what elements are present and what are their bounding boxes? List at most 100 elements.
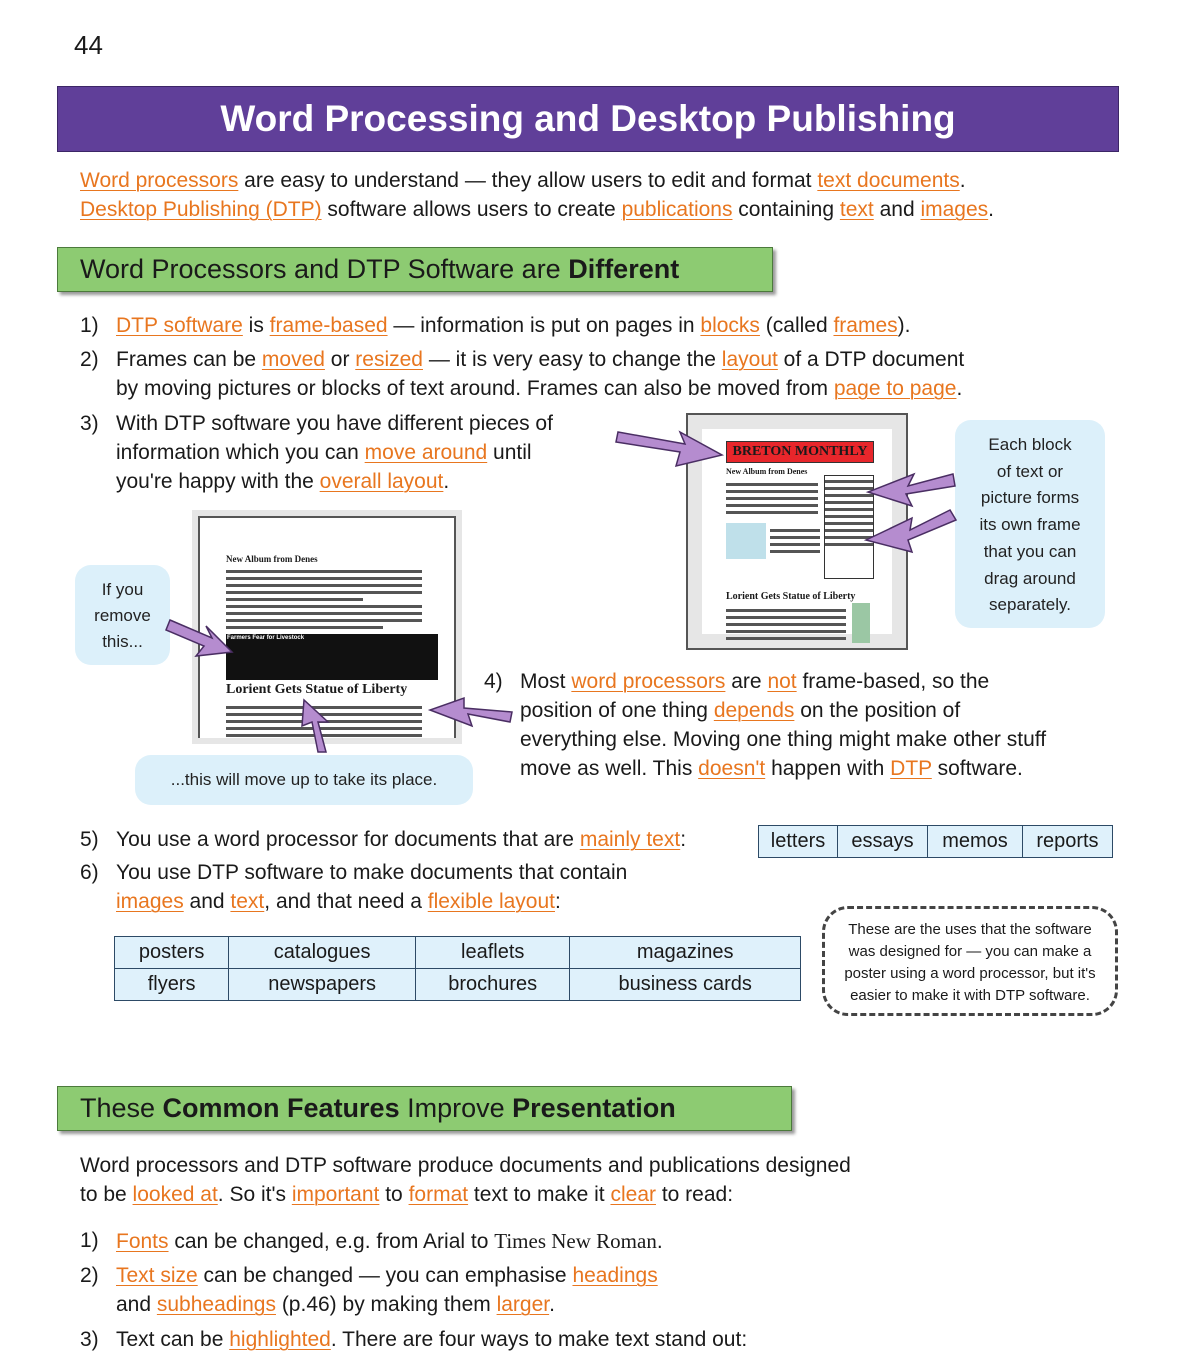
keyword-link[interactable]: text	[839, 198, 874, 221]
table-cell: leaflets	[415, 936, 571, 969]
keyword-link[interactable]: frame-based	[269, 314, 388, 337]
header-text: Improve	[399, 1093, 513, 1123]
text-run: position of one thing	[520, 699, 714, 722]
text-run: (called	[759, 314, 834, 337]
word-processor-screenshot: New Album from Denes Farmers Fear for Li…	[198, 516, 456, 738]
text-run: to	[465, 1230, 495, 1253]
list-number: 5)	[80, 828, 99, 851]
keyword-link[interactable]: overall layout	[319, 470, 444, 493]
arrow-icon	[165, 619, 234, 657]
arrow-icon	[301, 698, 330, 753]
keyword-link[interactable]: publications	[621, 198, 733, 221]
keyword-link[interactable]: images	[116, 890, 184, 913]
table-cell: reports	[1021, 825, 1114, 858]
keyword-link[interactable]: layout	[721, 348, 778, 371]
keyword-link[interactable]: headings	[572, 1264, 658, 1287]
keyword-link[interactable]: flexible layout	[427, 890, 555, 913]
list-item-text: images and text, and that need a flexibl…	[116, 888, 561, 916]
keyword-link[interactable]: format	[408, 1183, 469, 1206]
text-run: to	[379, 1183, 409, 1206]
keyword-link[interactable]: DTP software	[116, 314, 243, 337]
text-run: . So it's	[217, 1183, 292, 1206]
list-item-text: You use a word processor for documents t…	[116, 826, 686, 854]
arrow-icon	[863, 509, 958, 554]
text-run: You use a word processor for documents t…	[116, 828, 580, 851]
keyword-link[interactable]: highlighted	[229, 1328, 331, 1351]
header-text: Word Processors and DTP Software are	[80, 254, 569, 284]
keyword-link[interactable]: Fonts	[116, 1230, 169, 1253]
keyword-link[interactable]: frames	[833, 314, 898, 337]
keyword-link[interactable]: images	[920, 198, 989, 221]
text-run: and	[116, 1293, 157, 1316]
intro-line: Desktop Publishing (DTP) software allows…	[80, 196, 994, 224]
keyword-link[interactable]: Text size	[116, 1264, 198, 1287]
text-run: You use DTP software to make documents t…	[116, 861, 628, 884]
keyword-link[interactable]: resized	[355, 348, 423, 371]
text-run: Text can be	[116, 1328, 230, 1351]
table-cell: letters	[758, 825, 838, 858]
keyword-link[interactable]: clear	[610, 1183, 656, 1206]
table-cell: newspapers	[228, 968, 417, 1001]
keyword-link[interactable]: looked at	[132, 1183, 218, 1206]
text-frame	[726, 479, 818, 518]
keyword-link[interactable]: blocks	[700, 314, 760, 337]
list-item-text: Most word processors are not frame-based…	[520, 668, 989, 696]
list-item-text: DTP software is frame-based — informatio…	[116, 312, 910, 340]
text-run: until	[487, 441, 532, 464]
text-run: software.	[931, 757, 1023, 780]
keyword-link[interactable]: DTP	[890, 757, 932, 780]
keyword-link[interactable]: text documents	[817, 169, 960, 192]
table-cell: business cards	[569, 968, 801, 1001]
keyword-link[interactable]: Word processors	[80, 169, 239, 192]
text-run: can be changed, e.g. from	[168, 1230, 424, 1253]
keyword-link[interactable]: moved	[261, 348, 325, 371]
statue-image	[852, 603, 870, 643]
callout-line: its own frame	[979, 515, 1081, 535]
list-item-text: With DTP software you have different pie…	[116, 410, 553, 438]
page-title: Word Processing and Desktop Publishing	[57, 86, 1119, 152]
paragraph-line: Word processors and DTP software produce…	[80, 1152, 851, 1180]
text-run: is	[242, 314, 270, 337]
keyword-link[interactable]: word processors	[571, 670, 726, 693]
list-number: 2)	[80, 348, 99, 371]
list-item-text: position of one thing depends on the pos…	[520, 697, 960, 725]
text-run: .	[443, 470, 450, 493]
text-run: , and that need a	[264, 890, 428, 913]
story-heading: New Album from Denes	[726, 467, 808, 476]
list-number: 4)	[484, 670, 503, 693]
keyword-link[interactable]: not	[767, 670, 797, 693]
text-run: to be	[80, 1183, 133, 1206]
note-line: poster using a word processor, but it's	[844, 965, 1096, 982]
keyword-link[interactable]: mainly text	[579, 828, 681, 851]
list-item-text: you're happy with the overall layout.	[116, 468, 449, 496]
picture-frame	[726, 523, 766, 559]
text-run: . There are four ways to make text stand…	[330, 1328, 748, 1351]
keyword-link[interactable]: depends	[713, 699, 795, 722]
keyword-link[interactable]: doesn't	[698, 757, 766, 780]
keyword-link[interactable]: text	[230, 890, 265, 913]
highlighted-text-block: Farmers Fear for Livestock	[226, 634, 438, 680]
header-text: These	[80, 1093, 163, 1123]
callout-line: drag around	[984, 568, 1076, 588]
keyword-link[interactable]: Desktop Publishing (DTP)	[80, 198, 322, 221]
keyword-link[interactable]: subheadings	[156, 1293, 276, 1316]
text-run: frame-based, so the	[796, 670, 990, 693]
keyword-link[interactable]: important	[291, 1183, 380, 1206]
list-item-text: information which you can move around un…	[116, 439, 532, 467]
table-cell: memos	[927, 825, 1023, 858]
keyword-link[interactable]: page to page	[833, 377, 957, 400]
text-run: With DTP software you have different pie…	[116, 412, 553, 435]
section-header-features: These Common Features Improve Presentati…	[57, 1086, 792, 1131]
text-run: .	[956, 377, 963, 400]
text-run: .	[656, 1230, 663, 1253]
keyword-link[interactable]: larger	[496, 1293, 550, 1316]
text-block	[226, 566, 422, 633]
list-item-text: everything else. Moving one thing might …	[520, 726, 1046, 754]
arrow-icon	[427, 696, 513, 728]
paragraph-line: to be looked at. So it's important to fo…	[80, 1181, 733, 1209]
keyword-link[interactable]: move around	[364, 441, 488, 464]
